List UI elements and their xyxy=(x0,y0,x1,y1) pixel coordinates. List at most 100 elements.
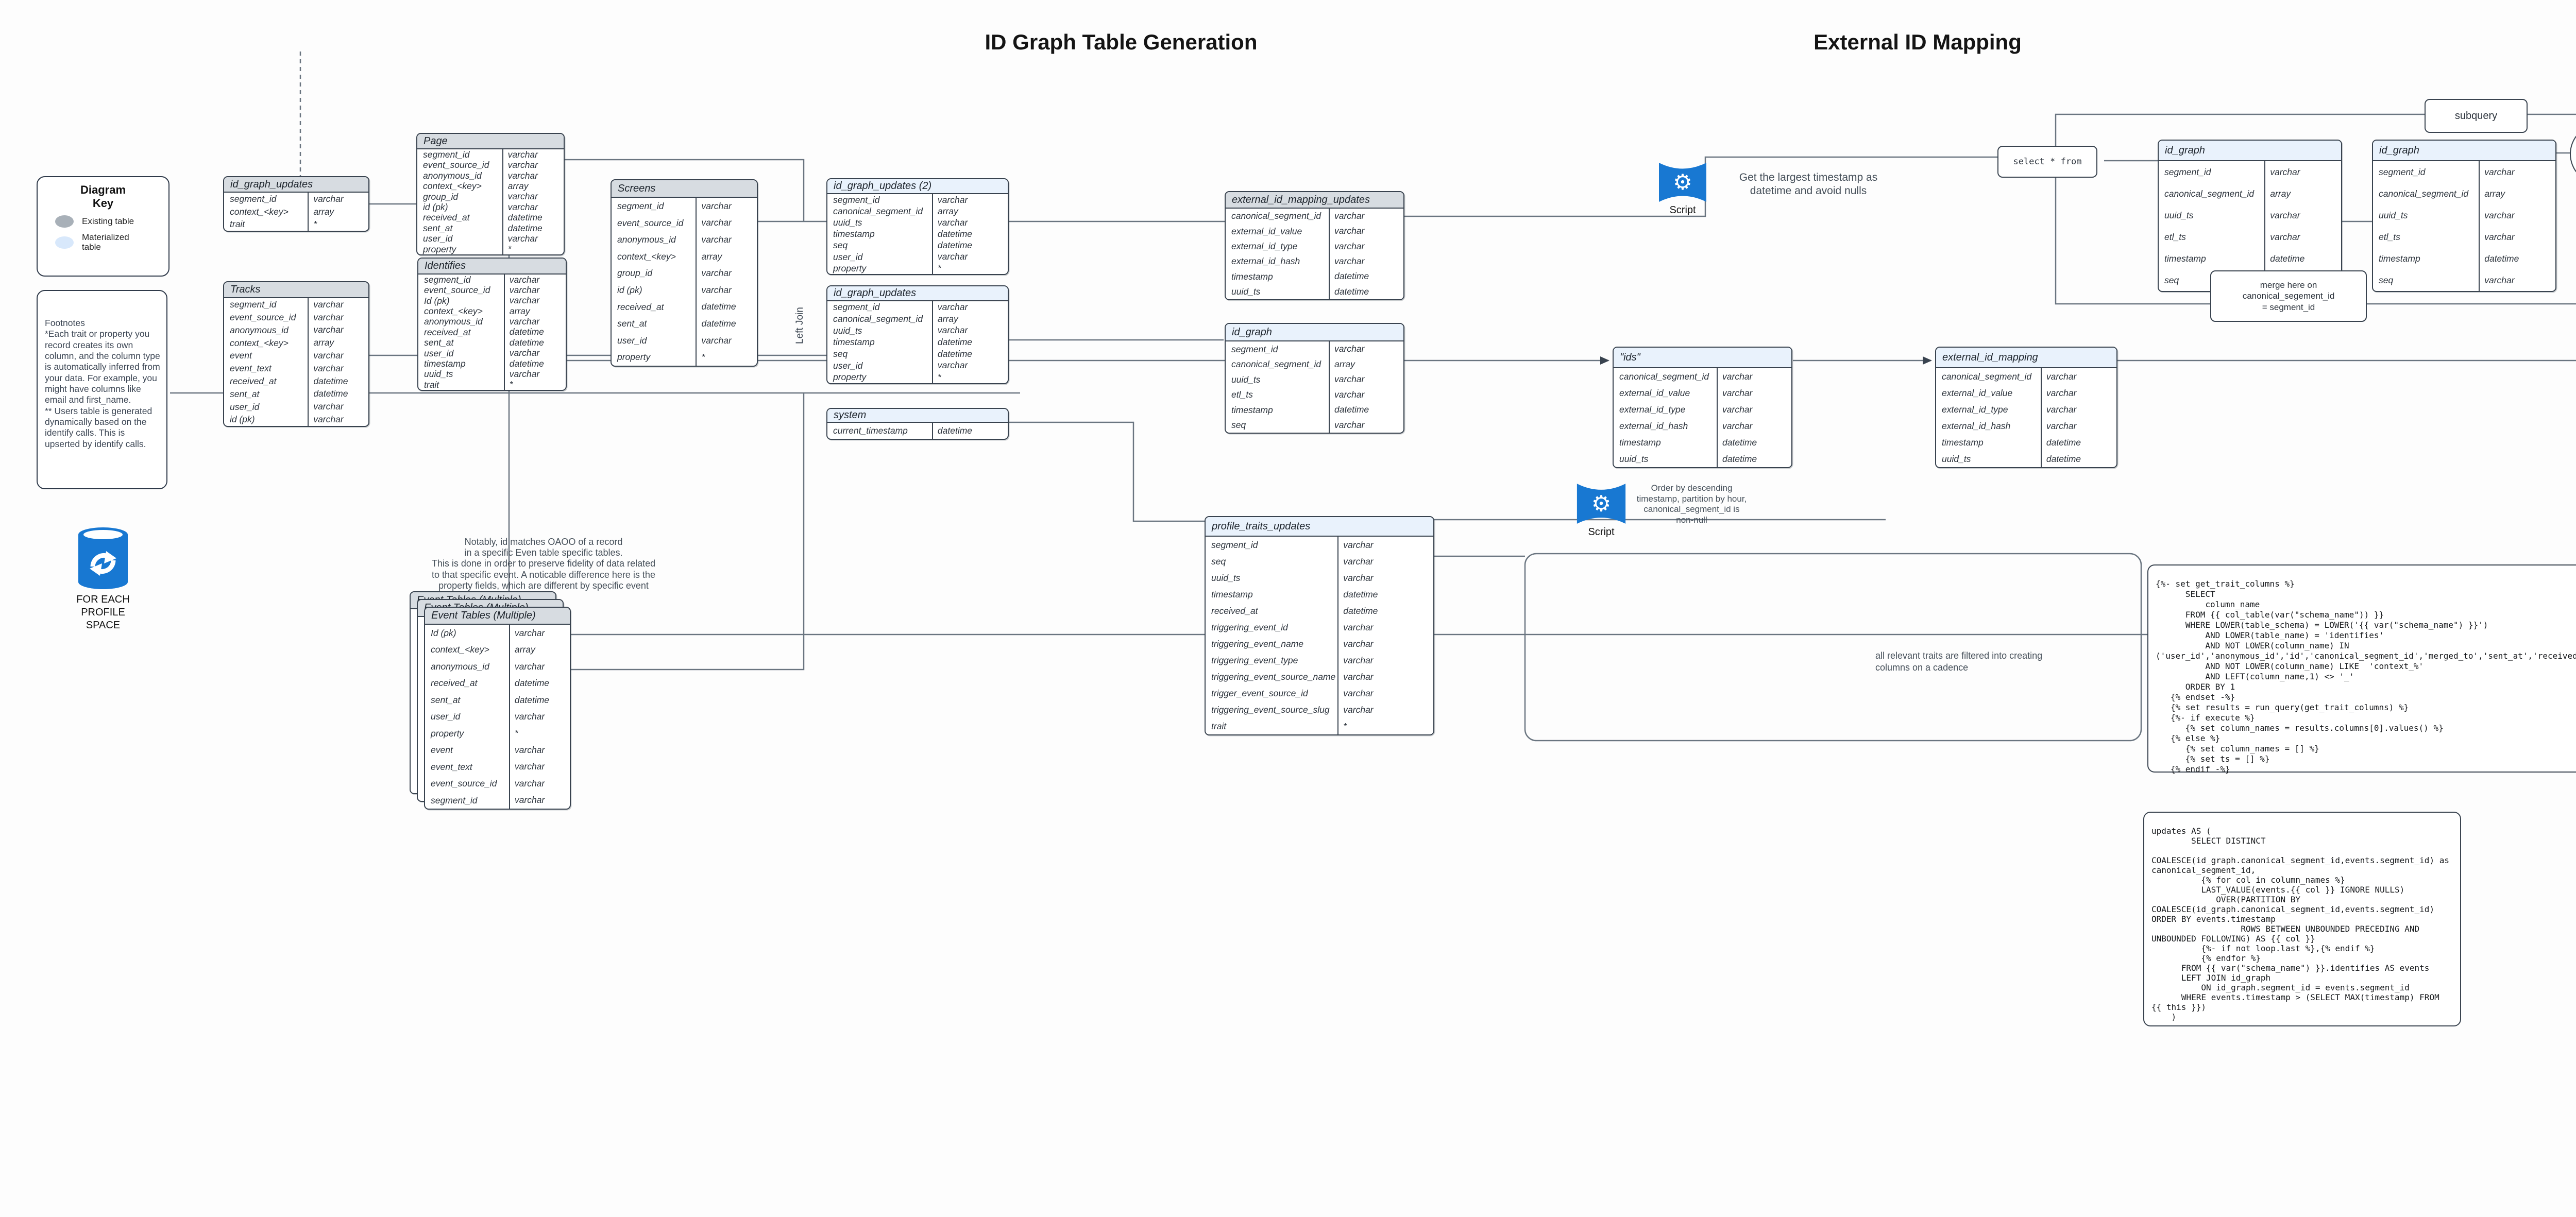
column-type: array xyxy=(1329,356,1403,372)
column-type: datetime xyxy=(2040,451,2116,467)
column-type: datetime xyxy=(931,348,1008,360)
column-name: timestamp xyxy=(1231,271,1273,282)
column-type: datetime xyxy=(308,387,368,401)
column-type: varchar xyxy=(2264,226,2341,248)
sql-code-text: updates AS ( SELECT DISTINCT COALESCE(id… xyxy=(2151,826,2449,1022)
table-title: external_id_mapping_updates xyxy=(1226,192,1403,209)
column-type: varchar xyxy=(502,191,564,202)
column-name: property xyxy=(833,263,867,273)
for-each-profile-space: FOR EACH PROFILE SPACE xyxy=(72,526,134,632)
column-name: external_id_value xyxy=(1231,226,1302,236)
column-type: varchar xyxy=(1329,238,1403,254)
column-name: timestamp xyxy=(833,229,875,239)
svg-text:⚙: ⚙ xyxy=(1673,169,1692,195)
table-title: system xyxy=(827,409,1008,423)
table-row: property* xyxy=(827,262,1008,274)
column-name: trait xyxy=(230,219,245,230)
column-type: varchar xyxy=(2040,401,2116,418)
column-type: varchar xyxy=(2040,418,2116,434)
column-name: segment_id xyxy=(617,201,664,212)
column-name: canonical_segment_id xyxy=(2379,188,2469,199)
legend-existing-table: Existing table xyxy=(55,215,168,228)
column-type: * xyxy=(503,379,566,390)
column-type: datetime xyxy=(1717,451,1791,467)
legend-materialized-table: Materialized table xyxy=(55,232,168,252)
table-row: trait* xyxy=(418,379,566,390)
column-type: varchar xyxy=(931,194,1008,206)
column-name: user_id xyxy=(423,233,453,244)
column-name: context_<key> xyxy=(431,644,489,655)
column-name: received_at xyxy=(423,212,470,223)
column-type: varchar xyxy=(1717,368,1791,385)
column-name: timestamp xyxy=(1942,437,1984,448)
column-name: property xyxy=(423,244,456,254)
column-type: varchar xyxy=(1329,417,1403,433)
column-type: varchar xyxy=(2479,226,2555,248)
column-type: datetime xyxy=(502,223,564,234)
column-name: Id (pk) xyxy=(424,295,450,306)
script-node-timestamp[interactable]: ⚙ Script xyxy=(1652,161,1714,216)
column-name: uuid_ts xyxy=(833,217,862,228)
column-type: varchar xyxy=(696,332,757,349)
column-type: * xyxy=(696,349,757,366)
sql-block-sql2[interactable]: updates AS ( SELECT DISTINCT COALESCE(id… xyxy=(2143,812,2461,1026)
sql-block-sql1[interactable]: {%- set get_trait_columns %} SELECT colu… xyxy=(2147,564,2576,774)
column-type: varchar xyxy=(308,362,368,375)
select-from-box[interactable]: select * from xyxy=(1997,146,2097,178)
column-name: uuid_ts xyxy=(424,369,453,380)
column-name: canonical_segment_id xyxy=(1619,371,1709,382)
column-name: property xyxy=(431,728,464,739)
column-type: varchar xyxy=(931,217,1008,229)
column-name: triggering_event_id xyxy=(1211,622,1288,632)
merge-note-box[interactable]: merge here on canonical_segement_id = se… xyxy=(2210,270,2367,322)
column-name: uuid_ts xyxy=(1619,453,1649,464)
column-type: varchar xyxy=(931,251,1008,263)
column-type: varchar xyxy=(1329,209,1403,224)
column-type: datetime xyxy=(1337,586,1433,603)
column-name: received_at xyxy=(431,678,478,689)
script-node-orderby[interactable]: ⚙ Script xyxy=(1570,482,1632,538)
column-type: array xyxy=(308,205,368,218)
traits-filter-note: all relevant traits are filtered into cr… xyxy=(1875,650,2043,673)
column-type: varchar xyxy=(2479,161,2555,183)
table-row: canonical_segment_id varchar xyxy=(1614,368,1791,385)
subquery-box[interactable]: subquery xyxy=(2425,99,2528,133)
column-type: * xyxy=(509,725,570,742)
table-row: context_<key>array xyxy=(224,336,368,350)
column-name: triggering_event_name xyxy=(1211,638,1304,649)
column-name: Id (pk) xyxy=(431,628,456,639)
column-type: varchar xyxy=(502,202,564,213)
